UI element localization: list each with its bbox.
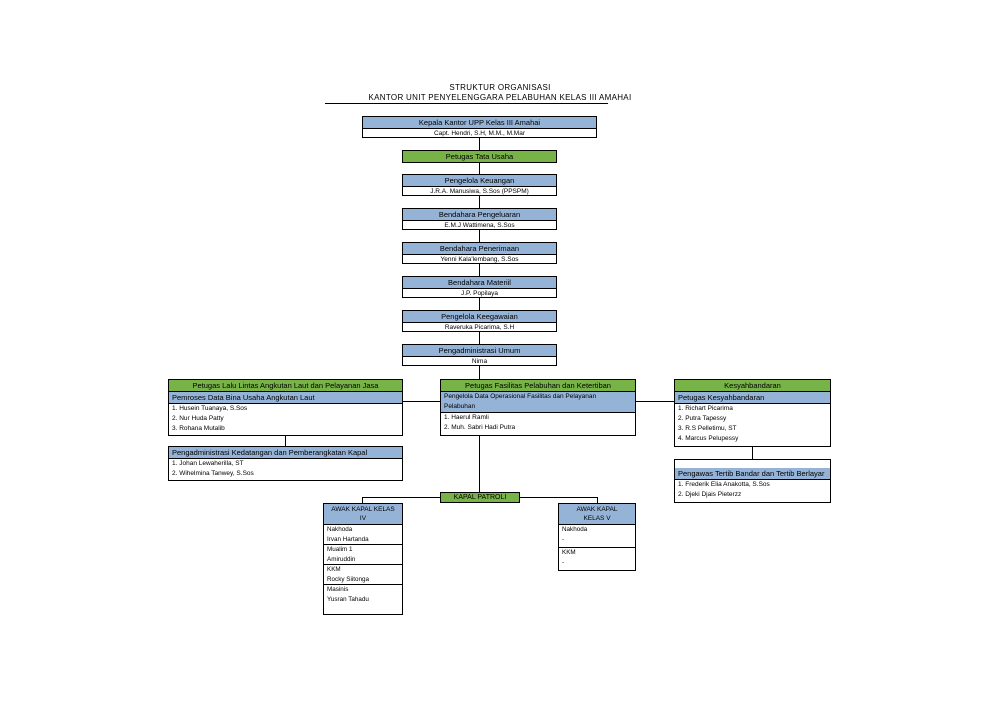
fasilitas-subtitle: Pengelola Data Operasional Fasilitas dan… [441,392,635,413]
bendahara-pengeluaran-box: Bendahara Pengeluaran E.M.J Wattimena, S… [402,208,557,230]
member-row: 3. R.S Pelletimu, ST [678,425,737,432]
member-row: 1. Johan Lewaherilla, ST [172,460,244,467]
awak-iv-group: KKM Rocky Siitonga [324,565,402,585]
awak-v-group: Nakhoda - [559,525,635,548]
member-row: 1. Frederik Elia Anakotta, S.Sos [678,481,770,488]
awak-role: KKM [327,566,341,573]
tata-usaha-box: Petugas Tata Usaha [402,150,557,163]
kesyahbandaran-down-connector [752,447,753,459]
member-row: 4. Marcus Pelupessy [678,435,739,442]
lalu-lintas-subtitle: Pemroses Data Bina Usaha Angkutan Laut [169,392,402,404]
kepala-title: Kepala Kantor UPP Kelas III Amahai [363,117,596,129]
kesyahbandaran-title: Kesyahbandaran [675,380,830,392]
chart-subtitle: KANTOR UNIT PENYELENGGARA PELABUHAN KELA… [368,93,632,102]
fasilitas-box: Petugas Fasilitas Pelabuhan dan Ketertib… [440,379,636,436]
fasilitas-subtitle-line-2: Pelabuhan [444,403,476,410]
chain-title: Bendahara Materiil [403,277,556,289]
pengawas-title: Pengawas Tertib Bandar dan Tertib Berlay… [675,468,830,480]
bendahara-penerimaan-box: Bendahara Penerimaan Yenni Kala'lembang,… [402,242,557,264]
awak-v-title-line-1: AWAK KAPAL [576,506,618,513]
awak-person: Yusran Tahadu [327,595,369,603]
lalu-lintas-box: Petugas Lalu Lintas Angkutan Laut dan Pe… [168,379,403,436]
patroli-connector-left [362,497,440,498]
kesyahbandaran-subtitle: Petugas Kesyahbandaran [675,392,830,404]
kapal-patroli-title: KAPAL PATROLI [441,493,519,502]
awak-role: KKM [562,549,576,556]
awak-kapal-iv-box: AWAK KAPAL KELAS IV Nakhoda Irvan Hartan… [323,503,403,615]
member-row: 2. Putra Tapessy [678,415,727,422]
fasilitas-title: Petugas Fasilitas Pelabuhan dan Ketertib… [441,380,635,392]
chain-name: Raveruka Picarima, S.H [444,324,515,331]
title-underline [325,103,608,104]
awak-iv-group: Nakhoda Irvan Hartanda [324,525,402,545]
awak-person: Rocky Siitonga [327,575,369,583]
kepala-name: Capt. Hendri, S.H, M.M., M.Mar [433,130,526,137]
pengawas-tertib-box: Pengawas Tertib Bandar dan Tertib Berlay… [674,459,831,503]
chain-name: Yenni Kala'lembang, S.Sos [440,256,519,263]
awak-role: Nakhoda [327,526,353,533]
fasilitas-subtitle-line-1: Pengelola Data Operasional Fasilitas dan… [444,393,597,400]
chain-name: J.P. Popilaya [460,290,499,297]
connector-left [402,401,440,402]
awak-role: Mualim 1 [327,546,353,553]
pengelola-keuangan-box: Pengelola Keuangan J.R.A. Manusiwa, S.So… [402,174,557,196]
chain-name: J.R.A. Manusiwa, S.Sos (PPSPM) [430,188,529,195]
awak-iv-title-line-2: IV [359,515,367,522]
member-row: 2. Wihelmina Tanwey, S.Sos [172,470,254,477]
chain-title: Bendahara Penerimaan [403,243,556,255]
awak-v-title-line-2: KELAS V [583,515,611,522]
awak-iv-group: Mualim 1 Amiruddin [324,545,402,565]
member-row: 1. Haerul Ramli [444,414,489,421]
awak-iv-group: Masinis Yusran Tahadu [324,585,402,604]
awak-v-connector [597,497,598,503]
awak-role: Nakhoda [562,526,588,533]
tata-usaha-title: Petugas Tata Usaha [403,151,556,162]
patroli-connector-right [520,497,597,498]
pengelola-kepegawaian-box: Pengelola Keegawaian Raveruka Picarima, … [402,310,557,332]
awak-person: Amiruddin [327,555,356,563]
chain-title: Pengelola Keuangan [403,175,556,187]
member-row: 2. Djeki Djais Pieterzz [678,491,742,498]
member-row: 3. Rohana Mutalib [172,425,225,432]
pengadministrasi-kedatangan-box: Pengadministrasi Kedatangan dan Pemberan… [168,446,403,481]
chain-title: Pengadministrasi Umum [403,345,556,357]
awak-person: - [562,558,565,566]
kapal-patroli-box: KAPAL PATROLI [440,492,520,503]
awak-iv-title-line-1: AWAK KAPAL KELAS [331,506,395,513]
chain-name: Nima [471,358,488,365]
awak-role: Masinis [327,586,349,593]
bendahara-materiil-box: Bendahara Materiil J.P. Popilaya [402,276,557,298]
chain-title: Pengelola Keegawaian [403,311,556,323]
awak-kapal-v-box: AWAK KAPAL KELAS V Nakhoda - KKM - [558,503,636,571]
member-row: 2. Muh. Sabri Hadi Putra [444,424,516,431]
awak-iv-header: AWAK KAPAL KELAS IV [324,504,402,525]
connector-right [635,401,674,402]
awak-iv-connector [362,497,363,503]
awak-v-group: KKM - [559,548,635,567]
awak-v-header: AWAK KAPAL KELAS V [559,504,635,525]
chain-title: Bendahara Pengeluaran [403,209,556,221]
lalu-lintas-title: Petugas Lalu Lintas Angkutan Laut dan Pe… [169,380,402,392]
kedatangan-title: Pengadministrasi Kedatangan dan Pemberan… [169,447,402,459]
member-row: 1. Richart Picarima [678,405,733,412]
awak-person: - [562,535,565,543]
pengadministrasi-umum-box: Pengadministrasi Umum Nima [402,344,557,366]
kepala-box: Kepala Kantor UPP Kelas III Amahai Capt.… [362,116,597,138]
fasilitas-down-connector [479,436,480,492]
member-row: 2. Nur Huda Patty [172,415,224,422]
awak-person: Irvan Hartanda [327,535,369,543]
pengawas-spacer [675,460,830,468]
kesyahbandaran-box: Kesyahbandaran Petugas Kesyahbandaran 1.… [674,379,831,447]
chart-title: STRUKTUR ORGANISASI [449,83,551,92]
lalu-lintas-down-connector [285,436,286,446]
chain-name: E.M.J Wattimena, S.Sos [444,222,515,229]
member-row: 1. Husein Tuanaya, S.Sos [172,405,248,412]
